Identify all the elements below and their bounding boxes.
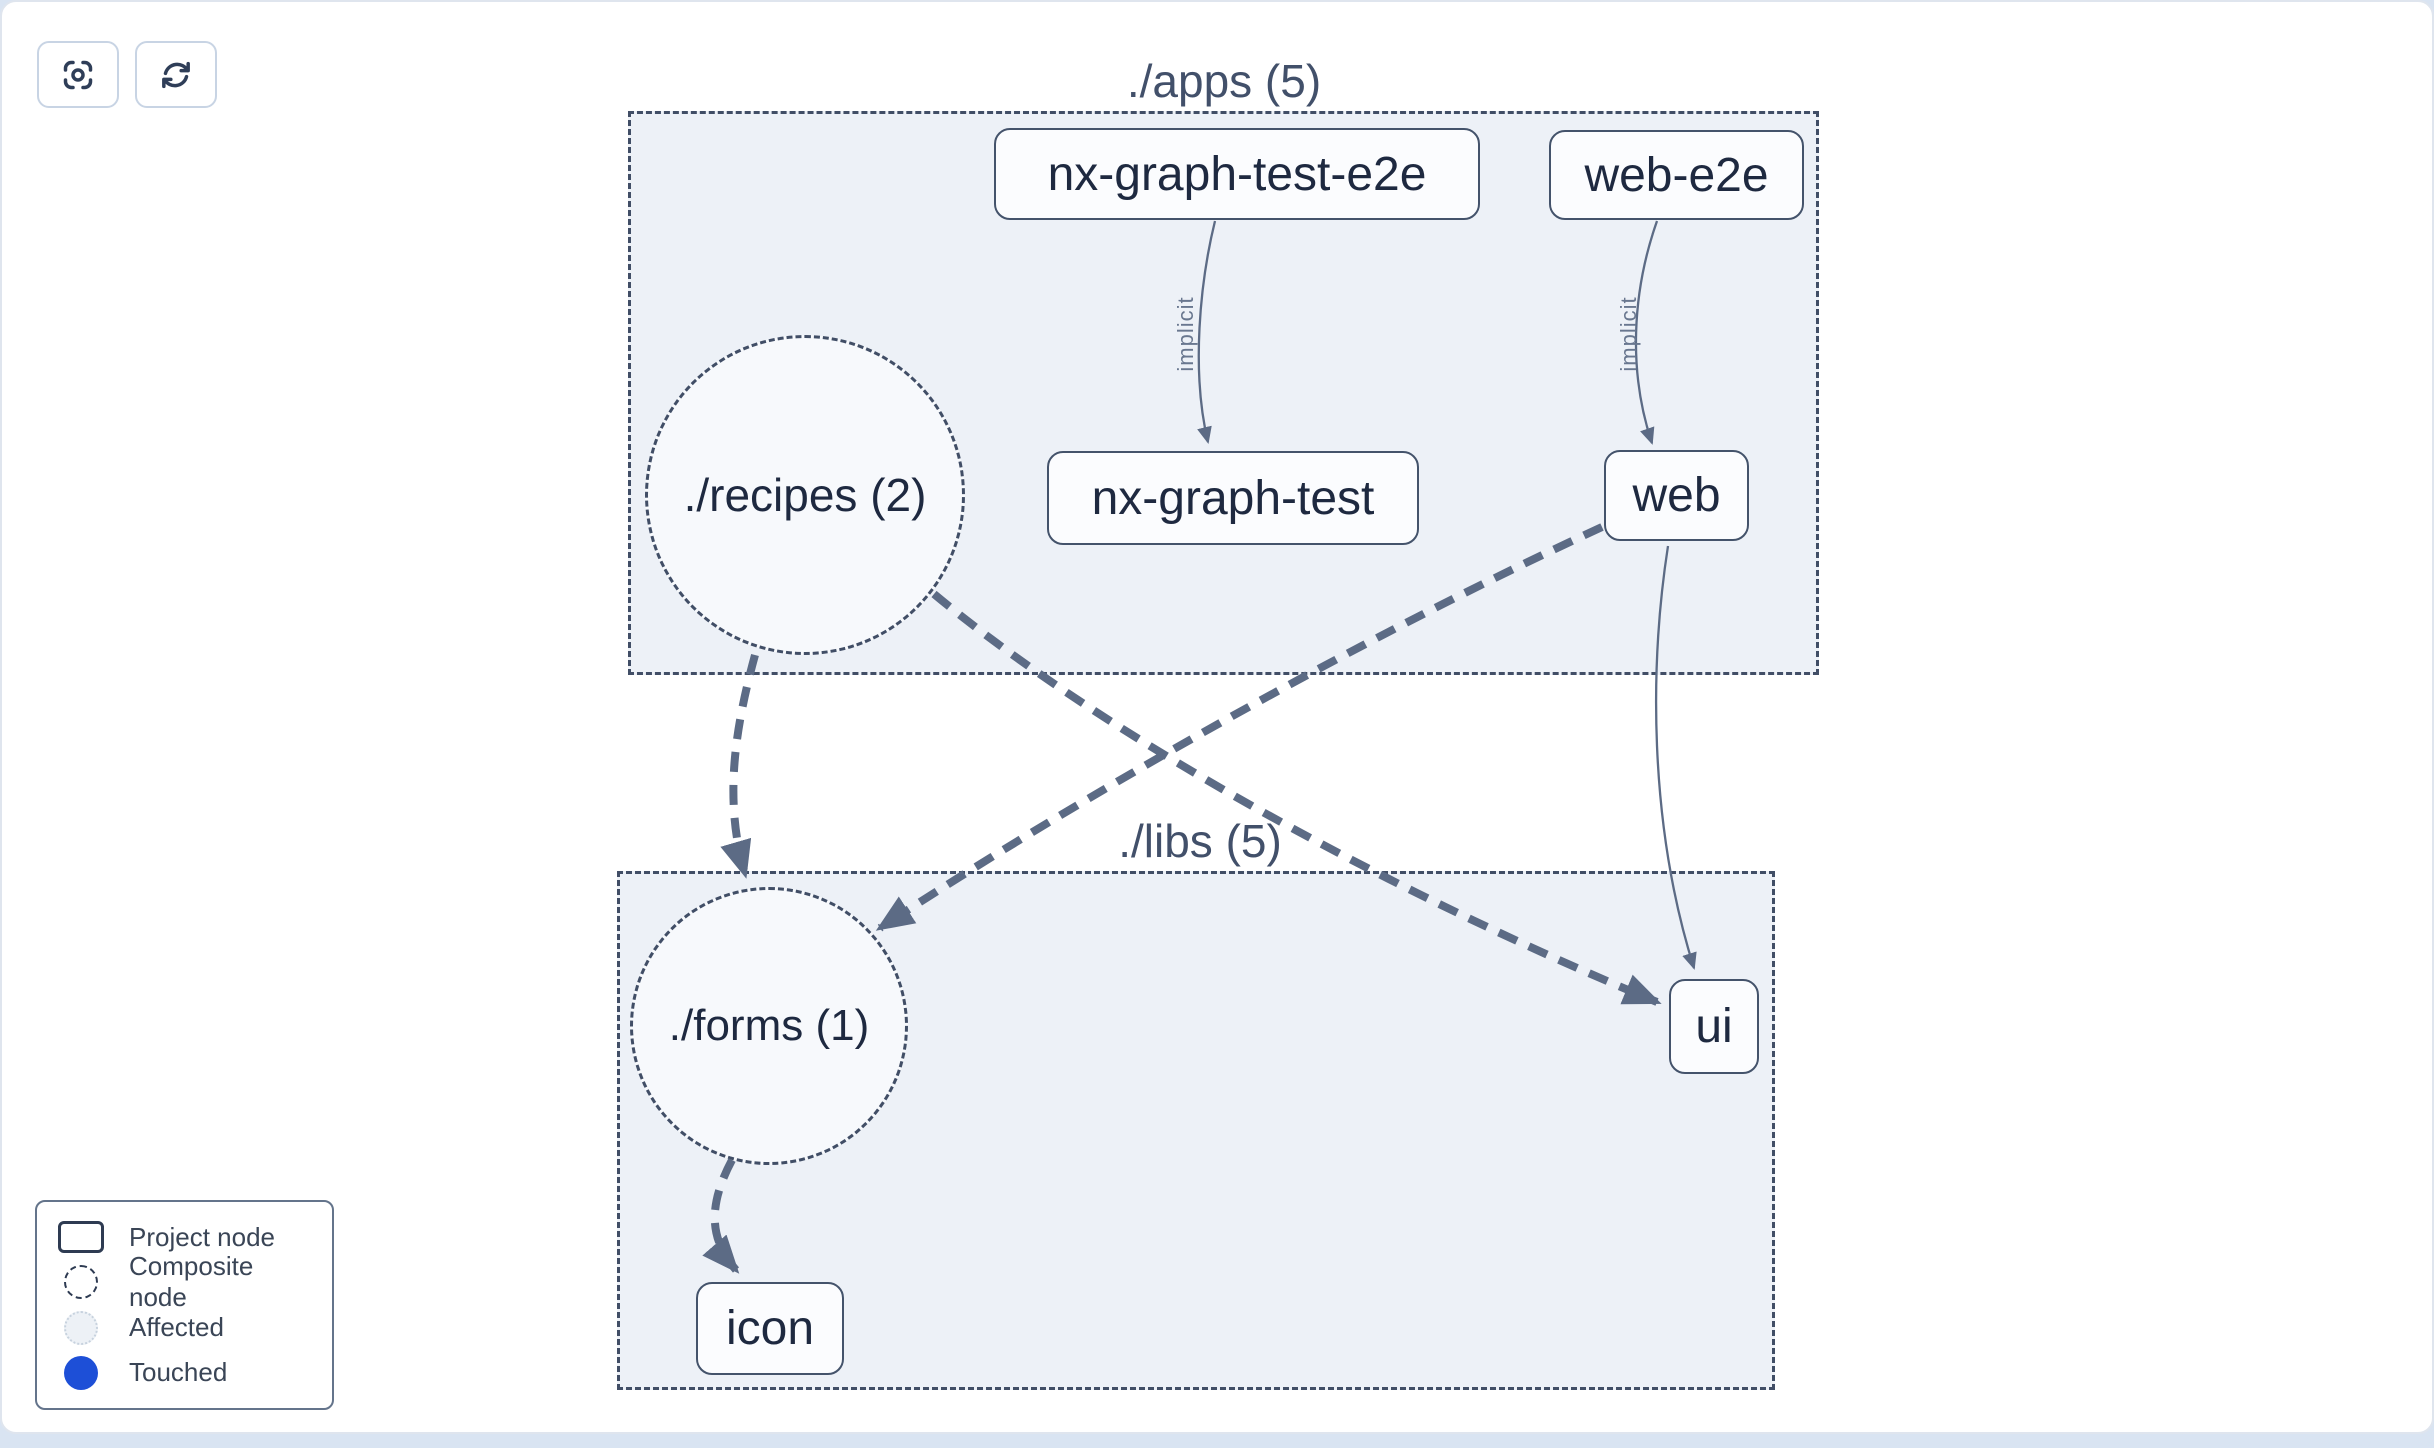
focus-icon — [58, 55, 98, 95]
legend-label: Composite node — [129, 1251, 254, 1313]
edge-nx-graph-test-e2e-to-nx-graph-test[interactable] — [1197, 220, 1217, 444]
edge-recipes-to-ui[interactable] — [931, 590, 1662, 1006]
composite-node-swatch-icon — [64, 1265, 98, 1300]
group-apps-label: ./apps (5) — [1126, 55, 1322, 107]
composite-node-forms[interactable]: ./forms (1) — [630, 887, 908, 1165]
project-node-ui[interactable]: ui — [1669, 979, 1759, 1074]
project-node-swatch-icon — [58, 1221, 104, 1253]
legend-item-project-node: Project node — [57, 1216, 312, 1258]
edge-recipes-to-forms[interactable] — [720, 653, 759, 879]
legend-label: Touched — [129, 1357, 228, 1388]
legend: Project node Composite node Affected Tou… — [35, 1200, 334, 1410]
edge-label-implicit-2: implicit — [1616, 296, 1641, 371]
refresh-icon — [156, 55, 196, 95]
group-libs-label: ./libs (5) — [1118, 815, 1282, 867]
edge-label-implicit-1: implicit — [1173, 296, 1198, 371]
project-node-web[interactable]: web — [1604, 450, 1749, 541]
affected-swatch-icon — [64, 1310, 98, 1345]
legend-item-composite-node: Composite node — [57, 1251, 312, 1312]
edge-web-to-ui[interactable] — [1655, 545, 1697, 970]
focus-button[interactable] — [37, 41, 119, 108]
project-node-nx-graph-test-e2e[interactable]: nx-graph-test-e2e — [994, 128, 1480, 220]
legend-label: Affected — [129, 1312, 224, 1343]
legend-label: Project node — [129, 1221, 275, 1252]
legend-item-affected: Affected — [57, 1307, 312, 1349]
project-node-web-e2e[interactable]: web-e2e — [1549, 130, 1804, 220]
project-node-icon[interactable]: icon — [696, 1282, 844, 1375]
legend-item-touched: Touched — [57, 1352, 312, 1394]
edge-web-to-forms[interactable] — [875, 523, 1604, 932]
edge-web-e2e-to-web[interactable] — [1634, 220, 1659, 445]
composite-node-recipes[interactable]: ./recipes (2) — [645, 335, 965, 655]
edge-forms-to-icon[interactable] — [702, 1158, 740, 1274]
refresh-button[interactable] — [135, 41, 217, 108]
project-node-nx-graph-test[interactable]: nx-graph-test — [1047, 451, 1419, 545]
touched-swatch-icon — [64, 1355, 98, 1390]
